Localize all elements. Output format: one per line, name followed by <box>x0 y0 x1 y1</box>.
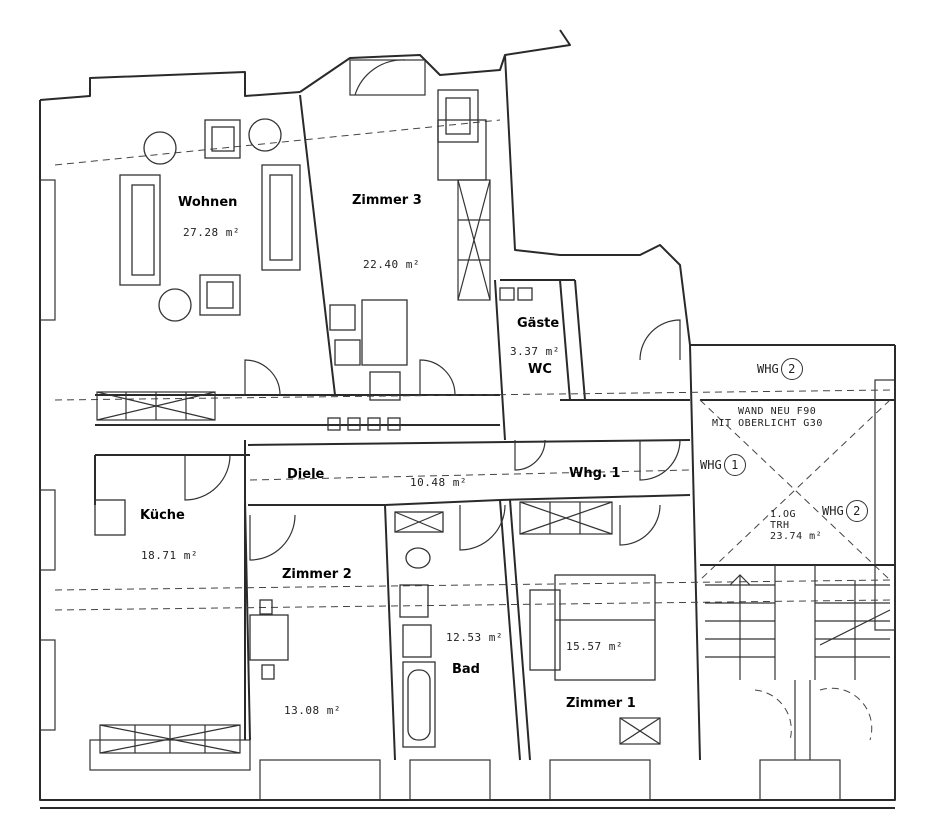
bedroom-1-furniture <box>529 574 656 681</box>
room-name-bad: Bad <box>452 662 480 677</box>
bathroom-fixtures <box>394 511 444 748</box>
bedroom-2-furniture <box>249 599 289 680</box>
room-area-zimmer3: 22.40 m² <box>363 258 420 271</box>
interior-walls <box>94 94 895 761</box>
trh-label: TRH <box>770 520 790 531</box>
room-name-gaeste: Gäste <box>517 316 560 331</box>
floor-label: 1.OG <box>770 509 797 520</box>
built-in-cabinets <box>96 179 661 754</box>
room-name-zimmer1: Zimmer 1 <box>566 696 636 711</box>
room-name-kueche: Küche <box>140 508 185 523</box>
room-area-gaeste-wc: 3.37 m² <box>510 345 560 358</box>
whg1-number: 1 <box>723 454 746 476</box>
room-area-wohnen: 27.28 m² <box>183 226 240 239</box>
wall-note-line2: MIT OBERLICHT G30 <box>712 418 823 429</box>
windows <box>39 59 896 801</box>
dashed-beam-lines <box>54 119 891 611</box>
whg2-top-tag: WHG 2 <box>757 358 803 380</box>
wall-note-line1: WAND NEU F90 <box>738 406 817 417</box>
stairwell <box>700 564 895 760</box>
room-name-wc: WC <box>528 362 552 377</box>
doors <box>184 59 681 561</box>
whg2-right-text: WHG <box>822 504 844 518</box>
bedroom-3-furniture <box>327 89 533 431</box>
whg2-top-number: 2 <box>780 358 803 380</box>
room-area-zimmer2: 13.08 m² <box>284 704 341 717</box>
room-name-whg1: Whg. 1 <box>569 466 621 481</box>
room-area-diele: 10.48 m² <box>410 476 467 489</box>
room-name-zimmer3: Zimmer 3 <box>352 193 422 208</box>
whg2-top-text: WHG <box>757 362 779 376</box>
whg1-tag: WHG 1 <box>700 454 746 476</box>
room-area-bad: 12.53 m² <box>446 631 503 644</box>
room-area-kueche: 18.71 m² <box>141 549 198 562</box>
room-name-wohnen: Wohnen <box>178 195 238 210</box>
room-name-zimmer2: Zimmer 2 <box>282 567 352 582</box>
living-room-furniture <box>119 118 301 322</box>
whg2-right-tag: WHG 2 <box>822 500 868 522</box>
stairwell-area: 23.74 m² <box>770 531 823 542</box>
kitchen-furniture <box>94 499 126 536</box>
room-name-diele: Diele <box>287 467 325 482</box>
whg1-text: WHG <box>700 458 722 472</box>
room-area-zimmer1: 15.57 m² <box>566 640 623 653</box>
whg2-right-number: 2 <box>845 500 868 522</box>
